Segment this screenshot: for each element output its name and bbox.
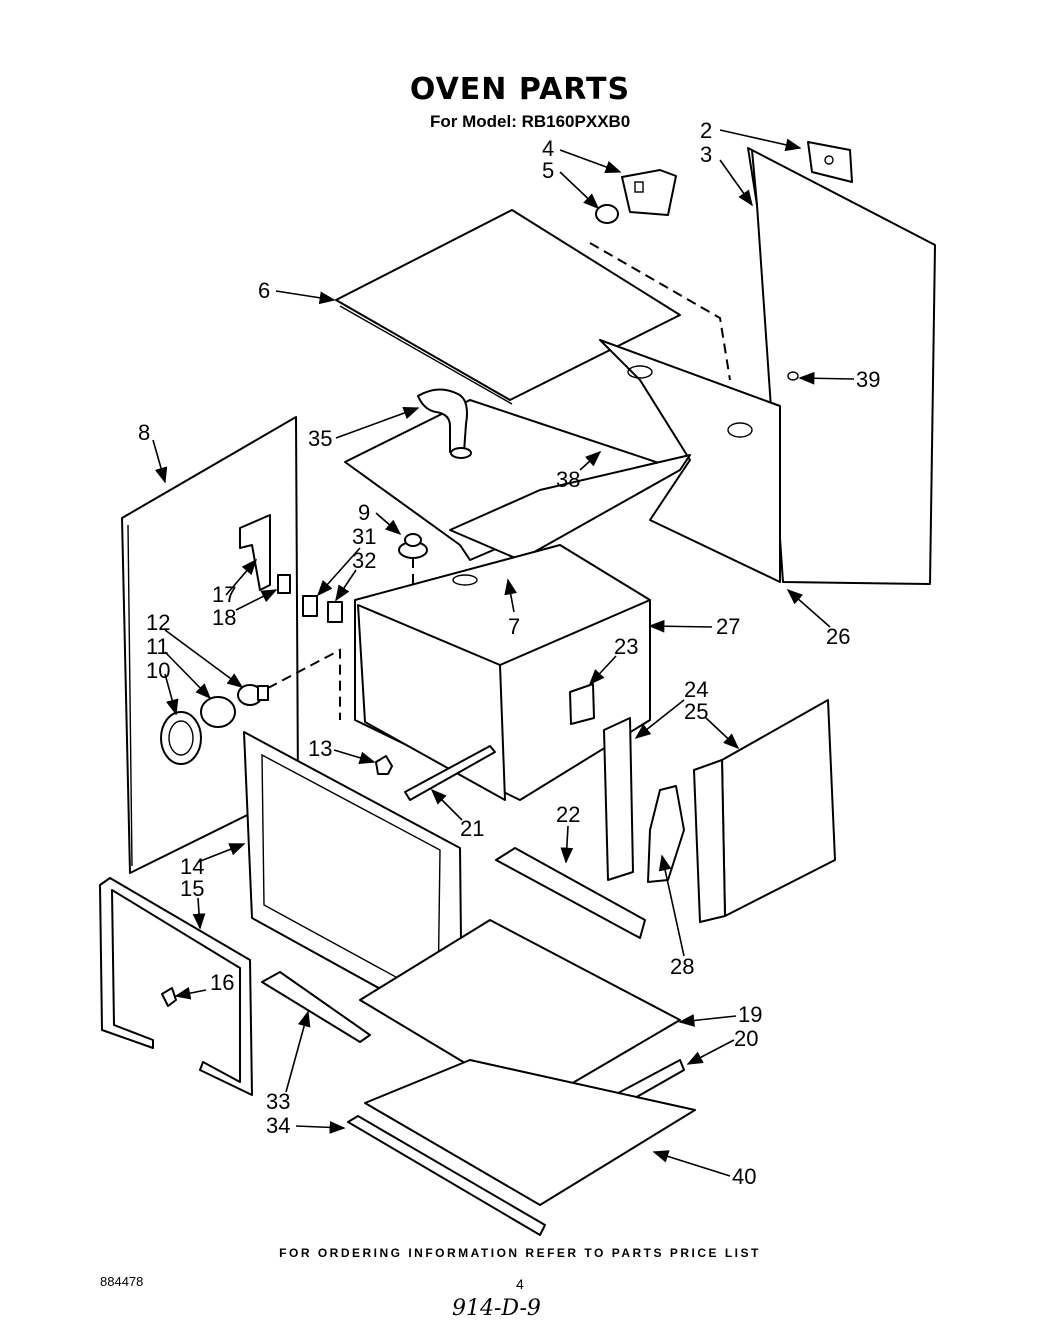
label-27: 27 [716, 614, 740, 639]
part-40-bottom-tray [364, 1059, 696, 1206]
label-28: 28 [670, 954, 694, 979]
label-15: 15 [180, 876, 204, 901]
part-12-lamp [237, 684, 269, 706]
label-25: 25 [684, 699, 708, 724]
label-34: 34 [266, 1113, 290, 1138]
part-16-clip [161, 987, 177, 1007]
part-10-lamp-ring [160, 711, 202, 765]
ordering-info-footer: FOR ORDERING INFORMATION REFER TO PARTS … [279, 1246, 761, 1260]
label-33: 33 [266, 1089, 290, 1114]
label-6: 6 [258, 278, 270, 303]
label-22: 22 [556, 802, 580, 827]
part-28-hinge [647, 785, 685, 883]
label-18: 18 [212, 605, 236, 630]
part-31-switch [302, 595, 318, 617]
part-22-rail [495, 847, 646, 939]
part-17-bracket [239, 514, 271, 591]
model-line: For Model: RB160PXXB0 [430, 112, 631, 131]
label-35: 35 [308, 426, 332, 451]
label-31: 31 [352, 524, 376, 549]
label-11: 11 [146, 634, 169, 659]
label-16: 16 [210, 970, 234, 995]
label-19: 19 [738, 1002, 762, 1027]
part-number-labels: 2 3 4 5 6 39 8 35 38 9 31 32 17 18 7 27 … [138, 118, 880, 1189]
part-2-bracket [807, 141, 853, 183]
label-24: 24 [684, 677, 708, 702]
label-17: 17 [212, 582, 236, 607]
label-26: 26 [826, 624, 850, 649]
page-number: 4 [516, 1276, 524, 1292]
label-32: 32 [352, 548, 376, 573]
handwritten-note: 914-D-9 [452, 1296, 541, 1321]
part-35-vent-duct [417, 388, 472, 459]
part-9-sensor [398, 533, 428, 559]
part-13-clip [375, 755, 393, 775]
part-4-bracket [621, 169, 677, 216]
label-7: 7 [508, 614, 520, 639]
leader-lines [152, 129, 855, 1177]
label-2: 2 [700, 118, 712, 143]
part-38-side-wall [599, 339, 781, 583]
part-26-rear-panel [747, 147, 936, 585]
label-12: 12 [146, 610, 170, 635]
part-24-hinge-bracket [603, 717, 634, 881]
label-13: 13 [308, 736, 332, 761]
part-33-trim-strip [261, 971, 371, 1043]
part-6-top-panel [335, 209, 681, 405]
part-18-clip [277, 574, 291, 594]
part-25-side-panel [693, 699, 836, 923]
part-23-plate [569, 683, 595, 725]
part-21-rail [404, 745, 496, 801]
part-5-knob [595, 204, 619, 224]
label-8: 8 [138, 420, 150, 445]
page-title: OVEN PARTS [409, 72, 631, 107]
label-21: 21 [460, 816, 484, 841]
label-38: 38 [556, 467, 580, 492]
part-27-oven-cavity [354, 544, 651, 801]
assembly-dashed-line-3 [267, 648, 341, 720]
label-14: 14 [180, 854, 204, 879]
label-20: 20 [734, 1026, 758, 1051]
part-34-kick-plate [347, 1115, 546, 1236]
part-15-door-gasket [99, 877, 253, 1096]
label-39: 39 [856, 367, 880, 392]
assembly-dashed-line [589, 242, 731, 381]
label-3: 3 [700, 142, 712, 167]
label-5: 5 [542, 158, 554, 183]
label-4: 4 [542, 136, 554, 161]
part-32-switch [327, 601, 343, 623]
part-38-top-insulation [344, 399, 691, 561]
document-number: 884478 [100, 1274, 144, 1289]
label-9: 9 [358, 500, 370, 525]
label-23: 23 [614, 634, 638, 659]
label-40: 40 [732, 1164, 756, 1189]
label-10: 10 [146, 658, 170, 683]
part-11-lens [200, 696, 236, 728]
